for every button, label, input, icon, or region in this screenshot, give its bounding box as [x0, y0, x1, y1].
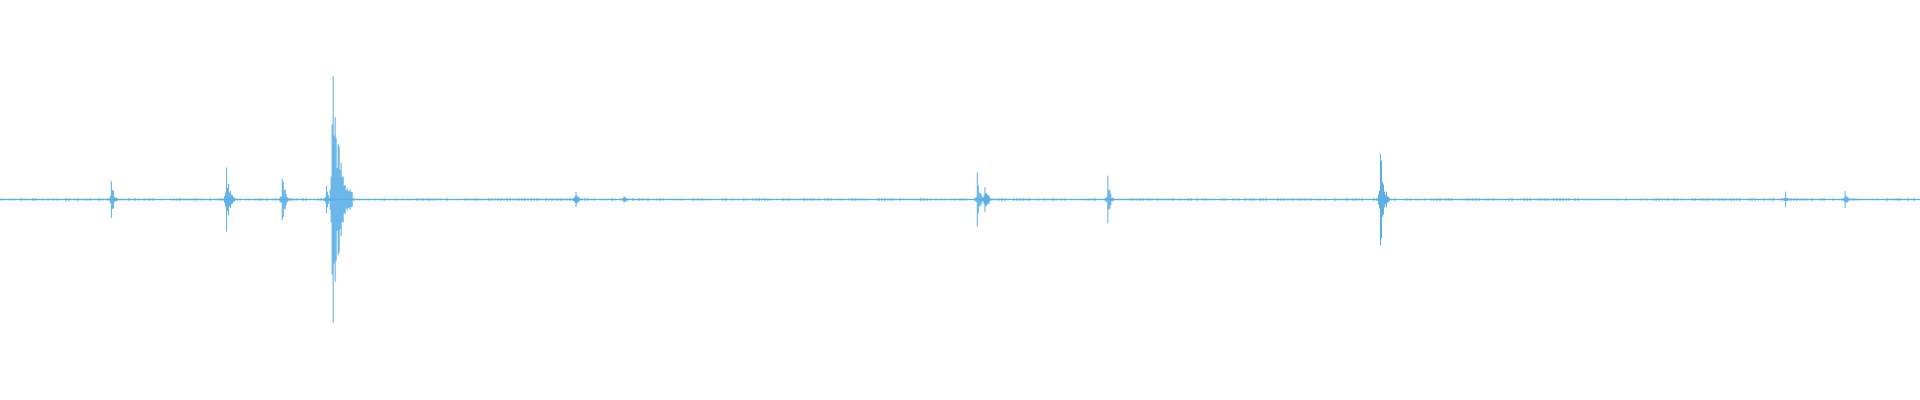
waveform-peak: [278, 178, 290, 221]
waveform-peak: [107, 181, 118, 218]
waveform-peaks: [0, 76, 1918, 323]
waveform-peak: [1376, 153, 1390, 246]
waveform-peak: [328, 76, 353, 323]
waveform-peak: [620, 196, 629, 203]
waveform-peak: [1104, 175, 1115, 224]
waveform-peak: [1841, 191, 1851, 208]
waveform-peak: [981, 187, 992, 212]
waveform-peak: [1782, 191, 1791, 208]
waveform-peak: [223, 167, 236, 232]
waveform-peak: [572, 192, 582, 207]
